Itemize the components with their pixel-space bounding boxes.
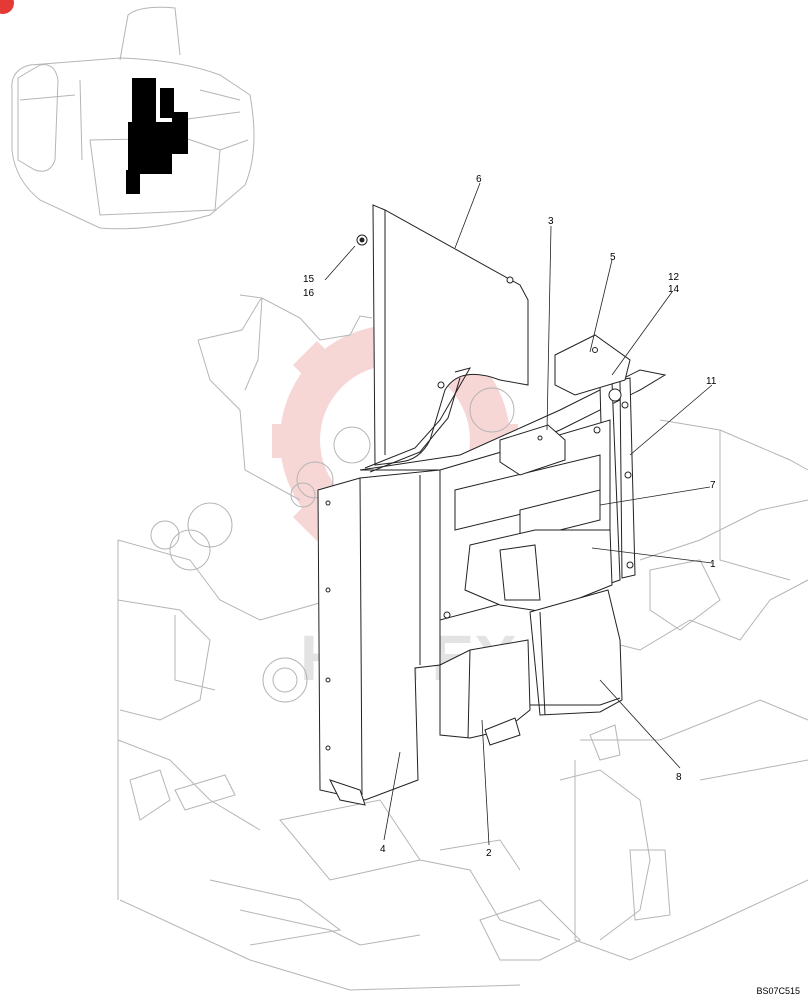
leader-lines bbox=[324, 182, 713, 846]
callout-5: 5 bbox=[610, 252, 616, 263]
callout-labels: 6 3 15 16 5 12 14 11 7 1 8 4 2 bbox=[303, 174, 717, 859]
part-6-cover-plate bbox=[356, 204, 529, 466]
callout-12: 12 bbox=[668, 272, 680, 283]
part-1-heater-unit bbox=[464, 529, 613, 613]
callout-2: 2 bbox=[486, 848, 492, 859]
callout-6: 6 bbox=[476, 174, 482, 185]
part-2-lower-duct bbox=[439, 639, 531, 746]
part-8-duct bbox=[529, 589, 623, 716]
callout-1: 1 bbox=[710, 559, 716, 570]
corner-badge bbox=[0, 0, 14, 14]
callout-8: 8 bbox=[676, 772, 682, 783]
callout-11: 11 bbox=[706, 376, 717, 387]
machine-locator-thumbnail bbox=[11, 6, 255, 230]
callout-3: 3 bbox=[548, 216, 554, 227]
callout-4: 4 bbox=[380, 844, 386, 855]
callout-7: 7 bbox=[710, 480, 716, 491]
part-5-bracket bbox=[554, 334, 631, 396]
locator-highlight bbox=[126, 78, 188, 194]
callout-14: 14 bbox=[668, 284, 680, 295]
part-4-side-panel bbox=[317, 469, 441, 806]
background-frame bbox=[117, 294, 809, 991]
part-12-rod bbox=[364, 367, 472, 473]
callout-16: 16 bbox=[303, 288, 315, 299]
callout-15: 15 bbox=[303, 274, 315, 285]
drawing-code: BS07C515 bbox=[756, 986, 800, 996]
part-3-bracket bbox=[499, 424, 566, 476]
